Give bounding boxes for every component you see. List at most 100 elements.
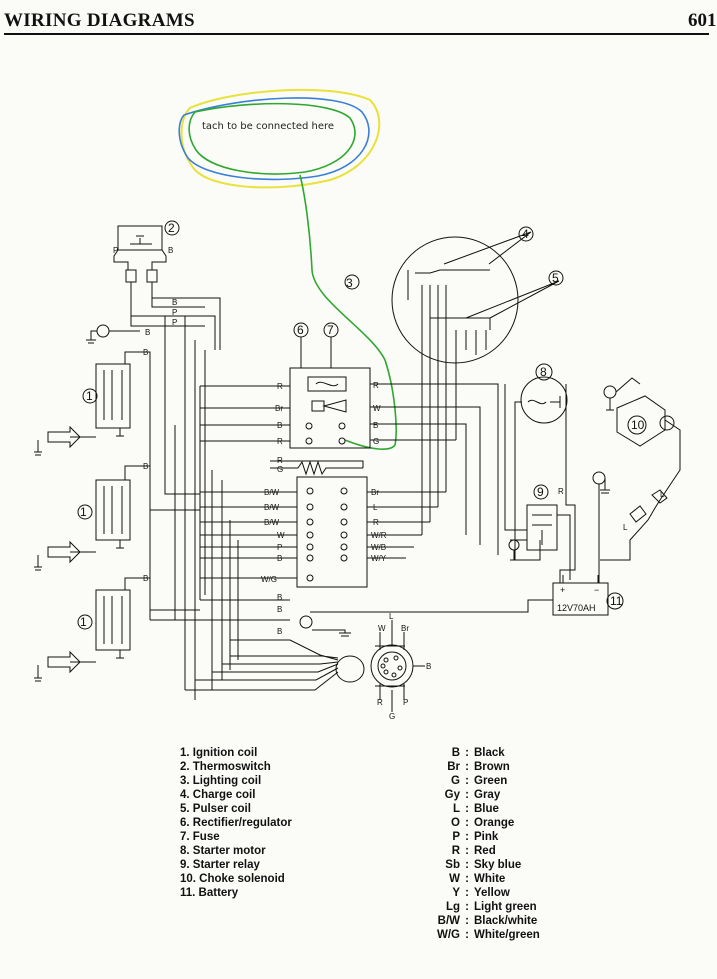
color-name: Green [474, 775, 508, 787]
wire-label: L [623, 523, 628, 532]
color-code-row: Sb:Sky blue [416, 858, 540, 872]
color-code-row: Gy: Gray [416, 788, 540, 802]
legend-item: 6. Rectifier/regulator [180, 817, 292, 829]
wire-label: Br [275, 404, 283, 413]
wire-label: R [558, 487, 564, 496]
callout-5: 5 [552, 271, 559, 285]
handwritten-tach-note: tach to be connected here [202, 121, 335, 132]
wire-label: B [277, 421, 282, 430]
color-name: Orange [474, 817, 515, 829]
color-code-row: G:Green [416, 774, 540, 788]
wire-label: P [172, 318, 177, 327]
legend-item: 3. Lighting coil [180, 775, 262, 787]
wire-label: R [277, 382, 283, 391]
wire-label: B [143, 574, 148, 583]
wire-label: B [426, 662, 431, 671]
callout-1a: 1 [86, 389, 93, 403]
color-code-row: W/G: White/green [416, 928, 540, 942]
separator: : [465, 845, 469, 857]
callout-1c: 1 [80, 615, 87, 629]
separator: : [465, 761, 469, 773]
color-code: Lg [445, 901, 460, 913]
blue-annotation-loop [178, 97, 370, 181]
wire-label: L [373, 503, 378, 512]
page-title: WIRING DIAGRAMS [4, 10, 195, 31]
ignition-coil-2 [95, 479, 131, 541]
wire-label: W/R [371, 531, 387, 540]
color-code: B [451, 747, 460, 759]
separator: : [465, 747, 469, 759]
component-legend: 1. Ignition coil 2. Thermoswitch 3. Ligh… [180, 746, 292, 900]
separator: : [465, 929, 469, 941]
color-name: White/green [474, 929, 540, 941]
color-code: G [451, 775, 460, 787]
wire-label: G [373, 437, 379, 446]
wire-label: P [172, 308, 177, 317]
separator: : [465, 789, 469, 801]
wire-label: B [277, 605, 282, 614]
color-code-row: Y:Yellow [416, 886, 540, 900]
legend-item: 8. Starter motor [180, 845, 266, 857]
wire-label: W/B [371, 543, 386, 552]
color-code-row: R: Red [416, 844, 540, 858]
legend-item: 1. Ignition coil [180, 747, 258, 759]
color-code-row: P:Pink [416, 830, 540, 844]
wire-label: B/W [264, 518, 280, 527]
color-code-row: B/W:Black/white [416, 914, 540, 928]
callout-3: 3 [346, 276, 353, 290]
separator: : [465, 901, 469, 913]
starter-motor [520, 376, 568, 424]
legend-item: 11. Battery [180, 887, 239, 899]
color-code: W [449, 873, 460, 885]
color-name: Sky blue [474, 859, 522, 871]
wire-label: B [143, 348, 148, 357]
wire-label: L [389, 612, 394, 621]
color-code: Gy [444, 789, 460, 801]
wire-label: W [373, 404, 381, 413]
color-name: Red [474, 845, 496, 857]
wire-label: W [378, 624, 386, 633]
color-name: Gray [474, 789, 501, 801]
page-number: 601 [688, 10, 717, 31]
wire-label: B/W [264, 488, 280, 497]
color-code: W/G [437, 929, 460, 941]
wire-label: B [143, 462, 148, 471]
wire-label: W/Y [371, 554, 387, 563]
separator: : [465, 831, 469, 843]
legend-item: 4. Charge coil [180, 789, 256, 801]
wire-label: R [277, 437, 283, 446]
separator: : [465, 859, 469, 871]
wire-label: P [113, 246, 118, 255]
color-code: L [452, 803, 460, 815]
wire-label: Br [371, 488, 379, 497]
color-name: Pink [474, 831, 499, 843]
legend-item: 7. Fuse [180, 831, 220, 843]
wire-label: B [172, 298, 177, 307]
color-code: R [451, 845, 460, 857]
color-name: Light green [474, 901, 537, 913]
wire-label: B [168, 246, 173, 255]
legend-item: 9. Starter relay [180, 859, 260, 871]
wire-label: R [277, 456, 283, 465]
wire-label: R [373, 381, 379, 390]
separator: : [465, 817, 469, 829]
color-code-row: W: White [416, 872, 540, 886]
separator: : [465, 873, 469, 885]
wire-label: B [373, 421, 378, 430]
color-code: B/W [437, 915, 460, 927]
ignition-coil-3 [95, 589, 131, 651]
color-code: O [451, 817, 460, 829]
color-code-row: O: Orange [416, 816, 540, 830]
color-name: White [474, 873, 506, 885]
color-code-row: B:Black [416, 746, 540, 760]
wire-label: Br [401, 624, 409, 633]
battery-plus: + [560, 585, 565, 595]
separator: : [465, 803, 469, 815]
color-code: Y [452, 887, 460, 899]
yellow-annotation-loop [180, 88, 381, 189]
legend-item: 10. Choke solenoid [180, 873, 285, 885]
ignition-coil-1 [95, 363, 131, 429]
green-tach-wire [299, 174, 397, 450]
